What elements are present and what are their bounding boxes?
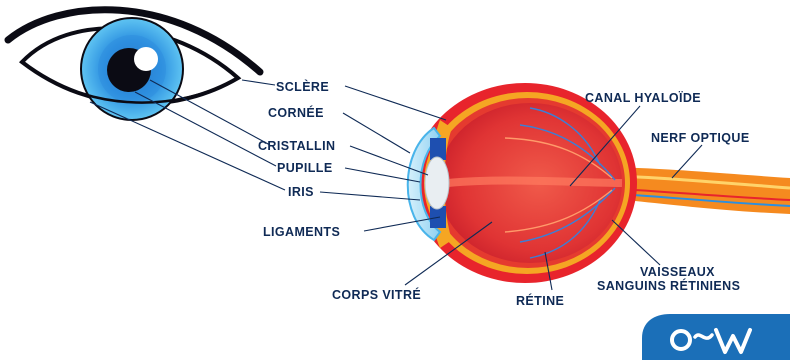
crystalline-lens — [425, 157, 449, 209]
leader-vaisseaux — [612, 220, 660, 265]
label-cristallin: CRISTALLIN — [258, 139, 335, 153]
label-sclere: SCLÈRE — [276, 79, 329, 94]
label-cornee: CORNÉE — [268, 105, 324, 120]
label-pupille: PUPILLE — [277, 161, 333, 175]
leader-sclere — [345, 86, 446, 120]
label-iris: IRIS — [288, 185, 314, 199]
label-retine: RÉTINE — [516, 293, 564, 308]
label-nerf-optique: NERF OPTIQUE — [651, 131, 750, 145]
leader-sclere-external — [242, 80, 275, 85]
label-vaisseaux-line1: VAISSEAUX — [640, 265, 715, 279]
external-eye — [8, 10, 260, 120]
label-canal-hyaloide: CANAL HYALOÏDE — [585, 90, 701, 105]
eyeball-cross-section — [408, 83, 637, 283]
leader-iris — [320, 192, 420, 200]
leader-iris-external — [90, 102, 285, 190]
label-vaisseaux-line2: SANGUINS RÉTINIENS — [597, 278, 740, 293]
brand-logo — [642, 314, 790, 360]
logo-badge — [642, 314, 790, 360]
label-corps-vitre: CORPS VITRÉ — [332, 287, 421, 302]
hyaloid-canal — [448, 181, 622, 183]
label-ligaments: LIGAMENTS — [263, 225, 340, 239]
leader-pupille-external — [135, 92, 276, 166]
eye-highlight — [134, 47, 158, 71]
